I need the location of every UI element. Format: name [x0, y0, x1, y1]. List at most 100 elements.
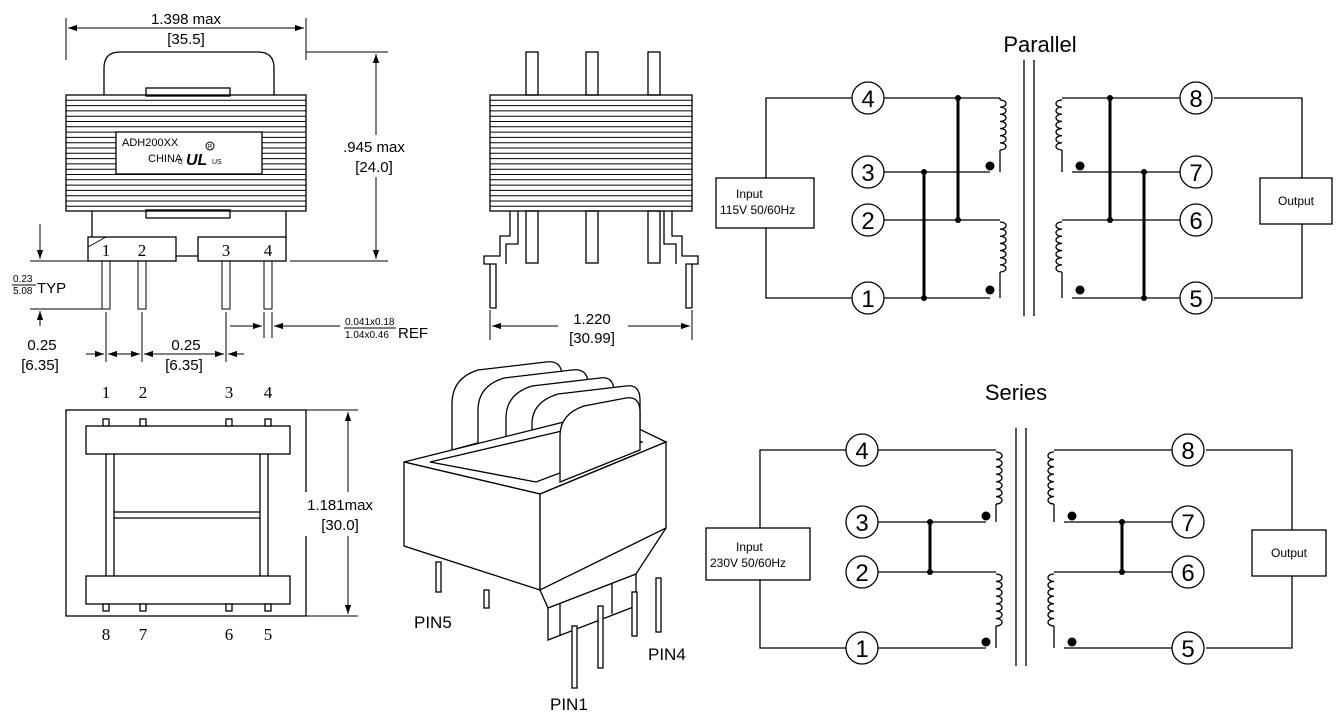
parallel-input-label: Input — [736, 187, 763, 201]
winding-coil — [995, 573, 1003, 627]
series-pin-8: 8 — [1181, 438, 1194, 465]
polarity-dot — [1075, 161, 1085, 171]
pin-stub — [225, 418, 233, 427]
series-input-label: Input — [736, 540, 763, 554]
parallel-input-voltage: 115V 50/60Hz — [720, 203, 795, 217]
bottom-view: 1 2 3 4 8 7 6 5 1.181max [30.0] — [65, 383, 388, 644]
winding-coil — [999, 221, 1007, 273]
parallel-pin-5: 5 — [1189, 286, 1202, 313]
parallel-pin-2: 2 — [861, 208, 874, 235]
series-output-box — [1251, 529, 1327, 577]
parallel-pin-1: 1 — [861, 286, 874, 313]
series-pin-5: 5 — [1181, 636, 1194, 663]
series-input-box — [705, 527, 811, 581]
pin-size-den: 1.04x0.46 — [345, 330, 389, 341]
series-pin-2: 2 — [855, 560, 868, 587]
label-plate — [115, 131, 263, 175]
parallel-pin-8: 8 — [1189, 86, 1202, 113]
parallel-pin-4: 4 — [861, 86, 874, 113]
iso-pin5-label: PIN5 — [414, 613, 452, 632]
series-pin-4: 4 — [855, 438, 868, 465]
pin-size-suffix: REF — [398, 325, 428, 342]
label-origin: CHINA — [148, 153, 183, 165]
pin-stub — [264, 418, 272, 427]
parallel-schematic: Parallel Input 115V 50/60Hz — [715, 32, 1333, 316]
series-pin-3: 3 — [855, 510, 868, 537]
height-in: .945 max — [343, 139, 405, 156]
parallel-output-box — [1259, 177, 1333, 225]
pitch-mid-in: 0.25 — [171, 337, 200, 354]
bottom-pin-3: 3 — [225, 383, 234, 402]
polarity-dot — [1067, 511, 1077, 521]
pin-length-den: 5.08 — [13, 286, 33, 297]
pin-stub — [264, 603, 272, 612]
pin-stub — [225, 603, 233, 612]
front-pin-4: 4 — [264, 241, 273, 260]
bottom-depth-in: 1.181max — [307, 497, 373, 514]
side-view: 1.220 [30.99] — [483, 51, 699, 347]
front-pin-1: 1 — [102, 241, 111, 260]
series-pin-6: 6 — [1181, 560, 1194, 587]
side-width-mm: [30.99] — [569, 330, 615, 347]
pin-stub — [139, 418, 147, 427]
side-width-in: 1.220 — [573, 311, 611, 328]
polarity-dot — [981, 637, 991, 647]
isometric-view: PIN5 PIN1 PIN4 — [403, 361, 686, 714]
pin-stub — [102, 603, 110, 612]
front-pin-3: 3 — [222, 241, 231, 260]
bottom-depth-mm: [30.0] — [321, 517, 359, 534]
series-pin-1: 1 — [855, 636, 868, 663]
series-schematic: Series Input 230V 50/60Hz Output 4 3 2 — [705, 380, 1327, 666]
polarity-dot — [985, 285, 995, 295]
polarity-dot — [985, 161, 995, 171]
label-part-number: ADH200XX — [122, 137, 179, 149]
bottom-pin-4: 4 — [264, 383, 273, 402]
series-title: Series — [985, 380, 1047, 405]
top-width-in: 1.398 max — [151, 11, 222, 28]
ul-c-text: C — [178, 159, 183, 166]
parallel-input-box — [715, 177, 815, 229]
polarity-dot — [981, 511, 991, 521]
bottom-pin-2: 2 — [139, 383, 148, 402]
front-pin-2: 2 — [138, 241, 147, 260]
parallel-pin-6: 6 — [1189, 208, 1202, 235]
parallel-output-label: Output — [1278, 194, 1315, 208]
series-pin-circles: 4 3 2 1 8 7 6 5 — [845, 433, 1205, 665]
iso-pin4-label: PIN4 — [648, 645, 686, 664]
pin-stub — [139, 603, 147, 612]
top-width-mm: [35.5] — [167, 31, 205, 48]
winding-coil — [995, 451, 1003, 505]
pitch-left-mm: [6.35] — [21, 357, 59, 374]
polarity-dot — [1067, 637, 1077, 647]
bottom-pin-1: 1 — [102, 383, 111, 402]
series-pin-7: 7 — [1181, 510, 1194, 537]
series-output-label: Output — [1271, 546, 1308, 560]
ul-us-text: US — [212, 159, 222, 166]
pin-stub — [102, 418, 110, 427]
winding-coil — [1055, 99, 1063, 151]
front-view: 1.398 max [35.5] ADH200XX CHINA C UL US … — [12, 11, 428, 374]
pitch-mid-mm: [6.35] — [165, 357, 203, 374]
polarity-dot — [1075, 285, 1085, 295]
iso-pin1-label: PIN1 — [550, 695, 588, 714]
series-input-voltage: 230V 50/60Hz — [710, 556, 786, 570]
bottom-pin-5: 5 — [264, 625, 273, 644]
bottom-pin-8: 8 — [102, 625, 111, 644]
ul-registered-icon: R — [208, 145, 213, 151]
parallel-pin-7: 7 — [1189, 160, 1202, 187]
winding-coil — [1055, 221, 1063, 273]
winding-coil — [1047, 573, 1055, 627]
bottom-pin-7: 7 — [139, 625, 148, 644]
winding-coil — [1047, 451, 1055, 505]
ul-logo-icon: UL — [186, 152, 207, 169]
height-mm: [24.0] — [355, 159, 393, 176]
pin-size-num: 0.041x0.18 — [345, 317, 395, 328]
parallel-pin-circles: 4 3 2 1 8 7 6 5 — [851, 81, 1213, 315]
pin-length-suffix: TYP — [37, 280, 66, 297]
pitch-left-in: 0.25 — [27, 337, 56, 354]
winding-coil — [999, 99, 1007, 151]
bottom-pin-6: 6 — [225, 625, 234, 644]
parallel-title: Parallel — [1003, 32, 1076, 57]
parallel-pin-3: 3 — [861, 160, 874, 187]
